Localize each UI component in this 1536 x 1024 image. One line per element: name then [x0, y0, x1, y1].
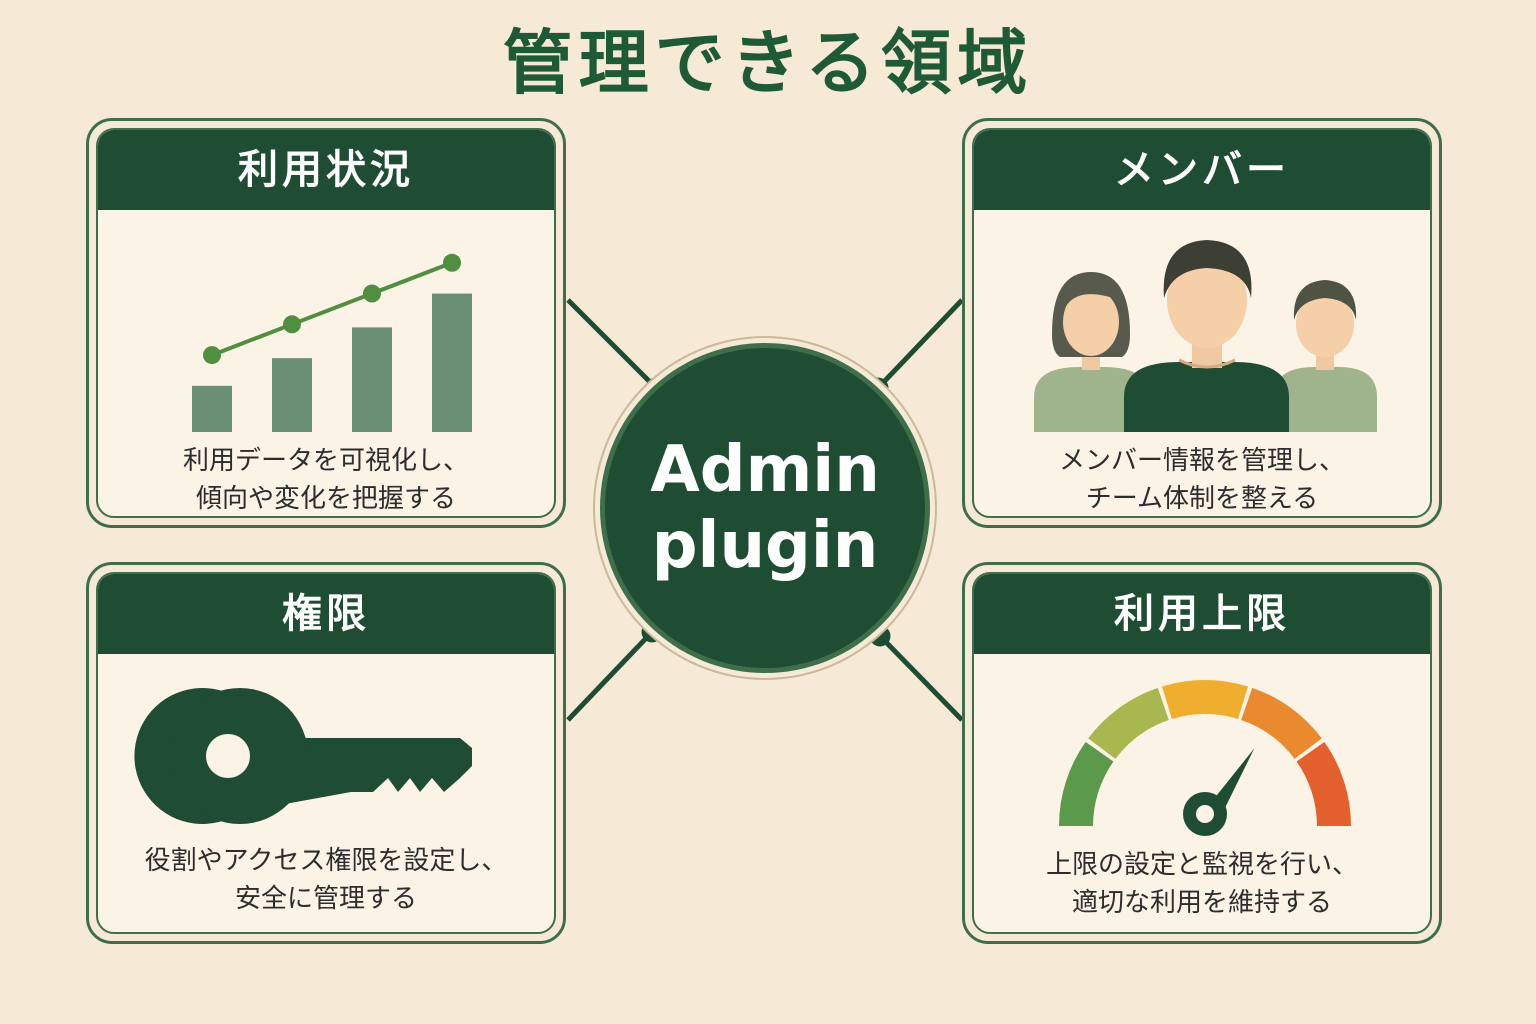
connector-dot-permissions — [641, 621, 663, 643]
admin-plugin-hub: Admin plugin — [605, 348, 925, 668]
card-members-desc-line2: チーム体制を整える — [1085, 484, 1319, 514]
card-usage-description: 利用データを可視化し、 傾向や変化を把握する — [98, 442, 554, 516]
card-usage: 利用状況 利用データを可視化し、 傾向や変化を把握する — [86, 118, 566, 528]
card-usage-desc-line2: 傾向や変化を把握する — [195, 484, 456, 514]
chart-trend-point — [203, 346, 221, 365]
gauge-hub-center — [1196, 805, 1214, 823]
connector-usage — [566, 298, 658, 390]
card-members-header: メンバー — [974, 130, 1430, 210]
gauge-segment — [1059, 741, 1114, 826]
gauge-segment — [1296, 741, 1351, 826]
card-permissions-desc-line2: 安全に管理する — [234, 884, 417, 914]
chart-bar — [432, 293, 472, 432]
card-permissions: 権限 役割やアクセス権限を設定し、 安全に管理する — [86, 562, 566, 944]
person-right-icon — [1274, 280, 1377, 432]
card-usage-inner: 利用状況 利用データを可視化し、 傾向や変化を把握する — [96, 128, 556, 518]
card-limits-desc-line2: 適切な利用を維持する — [1071, 888, 1332, 918]
card-limits: 利用上限 上限の設定と監視を行い、 適切な利用を維持する — [962, 562, 1442, 944]
card-permissions-inner: 権限 役割やアクセス権限を設定し、 安全に管理する — [96, 572, 556, 934]
people-group-icon — [1034, 240, 1377, 432]
chart-trend-point — [283, 315, 301, 334]
chart-trend-point — [443, 253, 461, 272]
key-hole — [206, 734, 250, 778]
card-limits-header: 利用上限 — [974, 574, 1430, 654]
chart-bar — [192, 385, 232, 432]
card-limits-description: 上限の設定と監視を行い、 適切な利用を維持する — [974, 846, 1430, 922]
gauge-segment — [1241, 687, 1322, 759]
card-limits-inner: 利用上限 上限の設定と監視を行い、 適切な利用を維持する — [972, 572, 1432, 934]
gauge-segment — [1088, 687, 1169, 759]
key-icon — [134, 688, 472, 824]
card-usage-desc-line1: 利用データを可視化し、 — [182, 446, 469, 476]
card-permissions-header: 権限 — [98, 574, 554, 654]
card-members: メンバー メンバー情報 — [962, 118, 1442, 528]
person-left-icon — [1034, 272, 1149, 432]
person-center-icon — [1124, 240, 1289, 432]
card-permissions-desc-line1: 役割やアクセス権限を設定し、 — [144, 846, 508, 876]
card-members-inner: メンバー メンバー情報 — [972, 128, 1432, 518]
chart-trend-point — [363, 284, 381, 303]
card-members-description: メンバー情報を管理し、 チーム体制を整える — [974, 442, 1430, 516]
connector-limits — [878, 634, 964, 722]
chart-bar — [352, 327, 392, 432]
bar-line-chart-icon — [192, 253, 472, 432]
connector-permissions — [566, 630, 654, 722]
chart-bar — [272, 358, 312, 432]
hub-label-line2: plugin — [651, 509, 879, 583]
gauge-icon — [1059, 680, 1351, 836]
hub-label-line1: Admin — [650, 433, 880, 507]
chart-trend-line — [211, 260, 453, 357]
connector-members — [876, 298, 964, 390]
card-limits-desc-line1: 上限の設定と監視を行い、 — [1045, 850, 1358, 880]
card-members-desc-line1: メンバー情報を管理し、 — [1058, 446, 1345, 476]
card-permissions-description: 役割やアクセス権限を設定し、 安全に管理する — [98, 842, 554, 918]
card-usage-header: 利用状況 — [98, 130, 554, 210]
connector-dot-limits — [869, 625, 891, 647]
gauge-segment — [1161, 680, 1249, 719]
page-title: 管理できる領域 — [502, 22, 1034, 104]
